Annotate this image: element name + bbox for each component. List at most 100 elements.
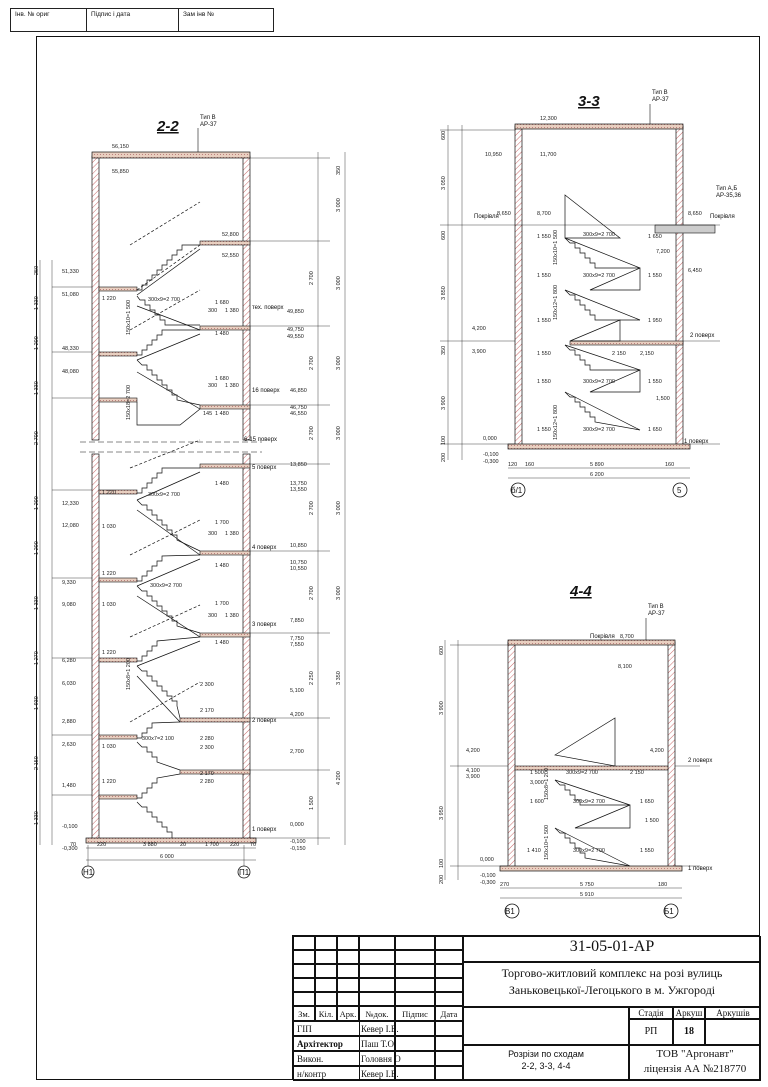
s44-inner-dim: 1 500: [530, 770, 544, 776]
s22-stair-label: 300х9=2 700: [150, 583, 182, 589]
s22-inner-dim: 2 300: [200, 745, 214, 751]
s22-dim-right: 2 700: [309, 586, 315, 600]
s44-level: -0,300: [480, 880, 496, 886]
s33-floor-label: 2 поверх: [690, 333, 714, 339]
s22-inner-dim: 1 700: [215, 520, 229, 526]
s22-level-left: 6,030: [62, 681, 76, 687]
s22-inner-dim: 1 220: [102, 779, 116, 785]
s22-dim-right: 350: [336, 166, 342, 175]
s22-floor-label: 3 поверх: [252, 622, 276, 628]
s22-stair-label: 150х18=2 700: [126, 385, 132, 420]
s33-level: 1,500: [656, 396, 670, 402]
s33-inner-dim: 1 550: [537, 318, 551, 324]
tb-org-line2: ліцензія АА №218770: [643, 1063, 747, 1075]
tb-name-gip: Кевер І.Е.: [361, 1024, 399, 1034]
s33-stair-label: 150х12=1 800: [553, 405, 559, 440]
s22-inner-dim: 1 480: [215, 481, 229, 487]
s44-roof-label: Покрівля: [590, 634, 615, 640]
s22-dim-right: 3 000: [336, 198, 342, 212]
s44-type-note: Тип В: [648, 604, 664, 610]
s44-stair-label: 300х9=2 700: [573, 799, 605, 805]
s33-roof-label-right: Покрівля: [710, 214, 735, 220]
s22-level: 49,750: [287, 327, 304, 333]
s33-inner-dim: 1 550: [648, 273, 662, 279]
s22-dim-right: 2 250: [309, 671, 315, 685]
s22-inner-dim: 300: [208, 383, 217, 389]
s22-dim-left: 1 330: [34, 296, 40, 310]
s22-bottom-dim: 220: [230, 842, 239, 848]
s22-bottom-dim: 20: [180, 842, 186, 848]
section-3-3-title: 3-3: [578, 93, 600, 110]
drawing-canvas: 2-2 Тип В АР-37: [34, 90, 742, 919]
s22-level: -0,150: [290, 846, 306, 852]
s22-level: 10,850: [290, 543, 307, 549]
s22-inner-dim: 2 170: [200, 708, 214, 714]
s22-bottom-dim: 3 880: [143, 842, 157, 848]
s44-level: 4,200: [650, 748, 664, 754]
s22-type-ref: АР-37: [200, 122, 217, 128]
s44-inner-dim: 2 150: [630, 770, 644, 776]
s44-level: 0,000: [480, 857, 494, 863]
section-2-2: 2-2 Тип В АР-37: [34, 115, 346, 879]
s22-dim-right: 3 000: [336, 501, 342, 515]
s33-stair-label: 300х9=2 700: [583, 379, 615, 385]
s22-dim-right: 2 700: [309, 426, 315, 440]
s33-level: 8,650: [497, 211, 511, 217]
s33-dim-left: 200: [441, 453, 447, 462]
s22-dim-right: 3 350: [336, 671, 342, 685]
s22-dim-left: 2 700: [34, 431, 40, 445]
s33-inner-dim: 1 550: [537, 273, 551, 279]
s44-level: 4,100: [466, 768, 480, 774]
s22-dim-right: 2 700: [309, 356, 315, 370]
s22-level: 4,200: [290, 712, 304, 718]
s44-level: 8,100: [618, 664, 632, 670]
s22-inner-dim: 1 480: [215, 640, 229, 646]
s44-axis-b1: [663, 903, 679, 919]
s22-level: 0,000: [290, 822, 304, 828]
s44-stair-label: 300х9=2 700: [566, 770, 598, 776]
inv-orig-cell: Інв. № ориг: [11, 9, 87, 31]
s33-bottom-dim: 5 890: [590, 462, 604, 468]
s22-inner-dim: 1 220: [102, 296, 116, 302]
s22-level: 52,550: [222, 253, 239, 259]
s33-axis-5: [672, 482, 688, 498]
s22-level: 7,850: [290, 618, 304, 624]
s22-inner-dim: 145: [203, 411, 212, 417]
s22-inner-dim: 1 220: [102, 490, 116, 496]
s33-stair-label: 300х9=2 700: [583, 232, 615, 238]
s33-type-ref-2: АР-35,36: [716, 193, 742, 199]
s22-dim-right: 3 000: [336, 276, 342, 290]
s33-stair-label: 300х9=2 700: [583, 427, 615, 433]
s22-inner-dim: 1 380: [225, 531, 239, 537]
s44-inner-dim: 1 410: [527, 848, 541, 854]
s22-level-left: 12,330: [62, 501, 79, 507]
s22-level-left: 9,330: [62, 580, 76, 586]
s22-inner-dim: 1 030: [102, 602, 116, 608]
s22-inner-dim: 1 480: [215, 411, 229, 417]
s33-level: 3,900: [472, 349, 486, 355]
replace-inv-cell: Зам інв №: [183, 11, 215, 18]
s33-dim-left: 600: [441, 231, 447, 240]
s33-inner-dim: 1 950: [648, 318, 662, 324]
s33-inner-dim: 1 650: [648, 234, 662, 240]
s22-level-left: -0,300: [62, 846, 78, 852]
tb-sheet-title-2: 2-2, 3-3, 4-4: [521, 1061, 571, 1071]
s33-floor-label: 1 поверх: [684, 439, 708, 445]
s33-bottom-dim: 160: [665, 462, 674, 468]
s33-dim-left: 3 850: [441, 286, 447, 300]
s33-type-note-2: Тип А,Б: [716, 186, 737, 192]
s22-level-left: 2,630: [62, 742, 76, 748]
s22-axis-h1-label: Н1: [83, 868, 94, 877]
s22-inner-dim: 1 680: [215, 376, 229, 382]
s22-inner-dim: 1 680: [215, 300, 229, 306]
s22-inner-dim: 2 300: [200, 682, 214, 688]
s22-inner-dim: 2 170: [200, 771, 214, 777]
s33-type-note: Тип В: [652, 90, 668, 96]
s22-dim-right: 2 700: [309, 501, 315, 515]
s22-stair-label: 150х10=1 500: [126, 300, 132, 335]
s22-inner-dim: 1 220: [102, 650, 116, 656]
s44-inner-dim: 1 550: [640, 848, 654, 854]
s44-dim-left: 600: [439, 646, 445, 655]
s44-axis-v1-label: В1: [505, 907, 515, 916]
s33-inner-dim: 1 550: [537, 234, 551, 240]
